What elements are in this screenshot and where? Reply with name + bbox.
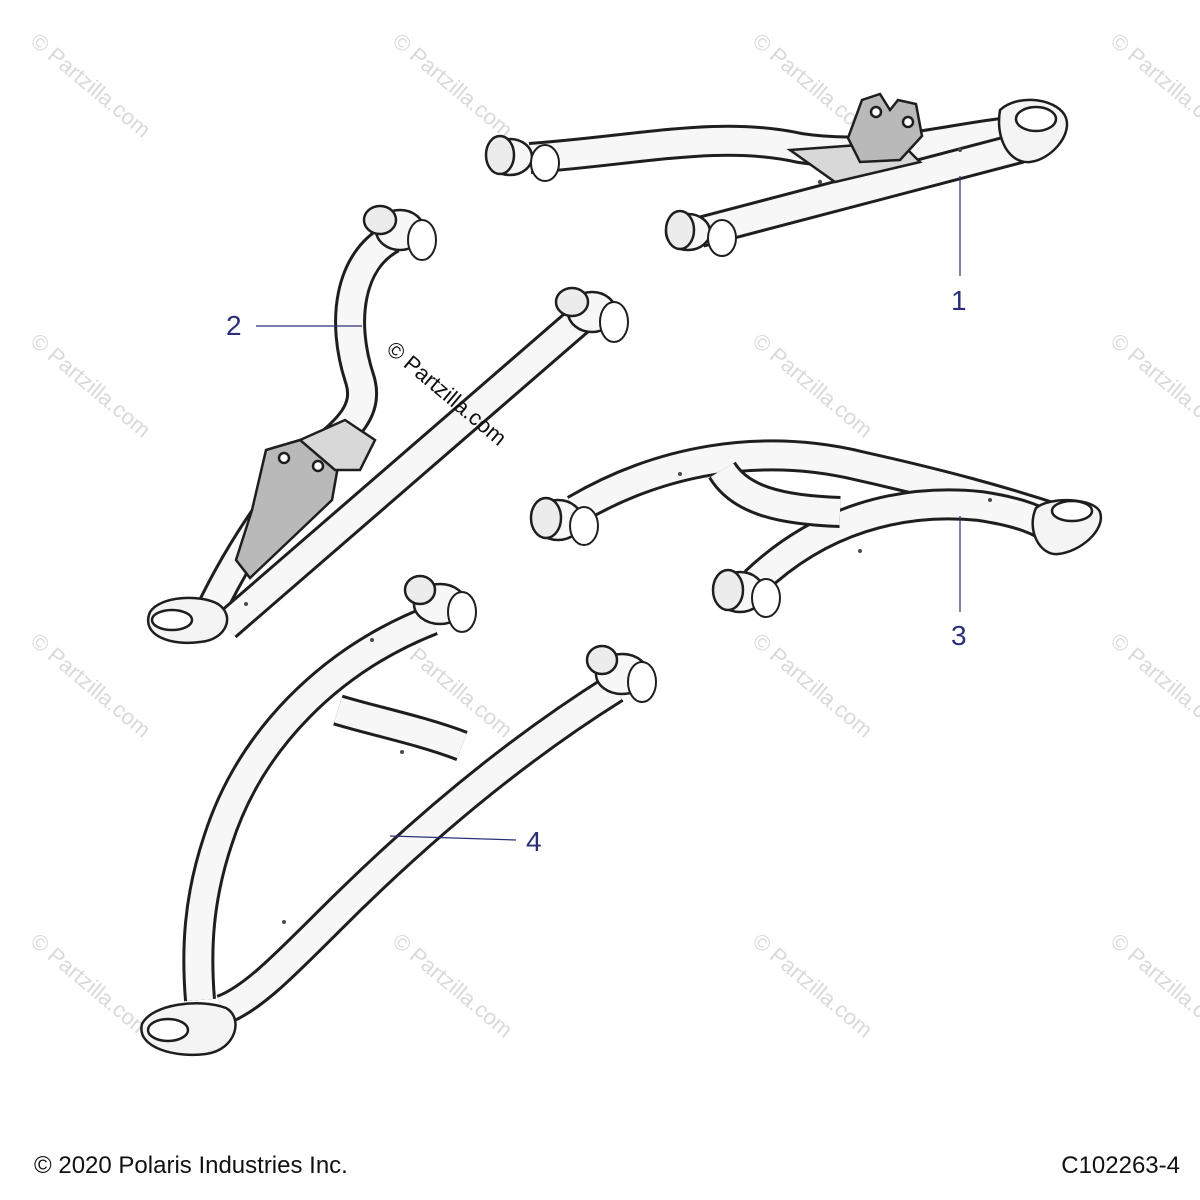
leader-line-4	[389, 835, 517, 841]
callout-2: 2	[226, 310, 242, 341]
callout-1: 1	[951, 285, 967, 316]
part-4-control-arm	[140, 574, 657, 1057]
part-2-control-arm	[146, 204, 629, 645]
drawing-id: C102263-4	[1061, 1152, 1180, 1179]
part-1-control-arm	[484, 92, 1069, 257]
part-3-control-arm	[529, 439, 1103, 618]
callout-3: 3	[951, 620, 967, 651]
copyright-text: © 2020 Polaris Industries Inc.	[34, 1152, 348, 1179]
callout-4: 4	[526, 826, 542, 857]
